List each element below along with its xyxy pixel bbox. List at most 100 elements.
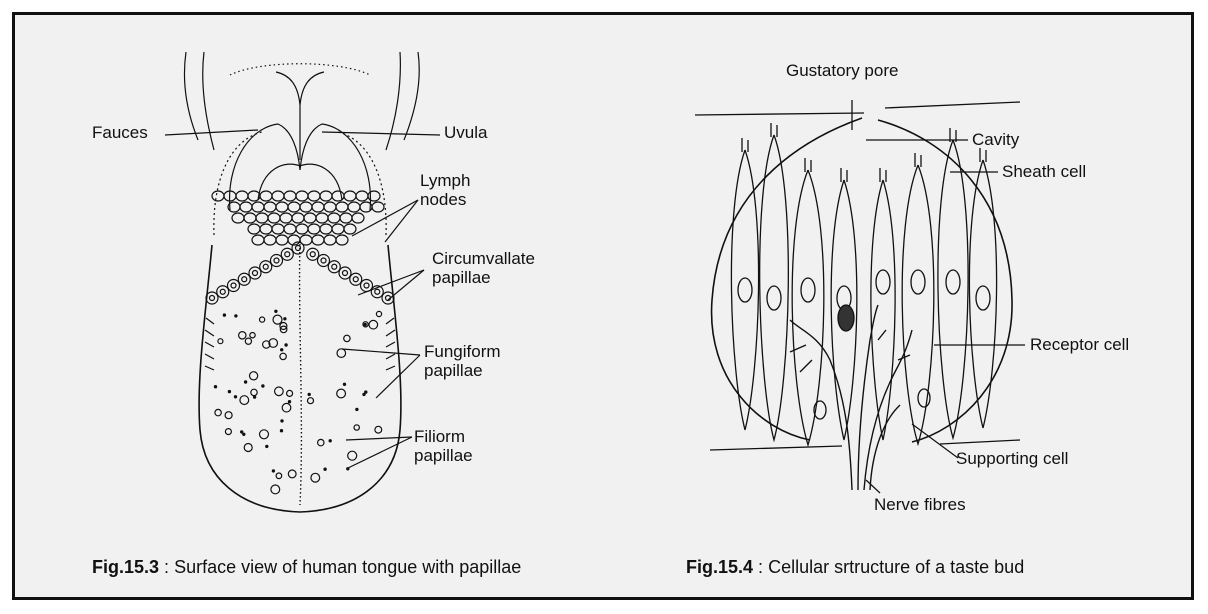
lymph-node bbox=[260, 191, 272, 201]
lymph-node bbox=[268, 213, 280, 223]
filiform-papilla bbox=[254, 396, 256, 398]
lymph-node bbox=[240, 202, 252, 212]
filiform-papilla bbox=[308, 393, 310, 395]
circumvallate-papilla-center bbox=[263, 264, 268, 269]
caption-fig-15-3: Fig.15.3 : Surface view of human tongue … bbox=[92, 557, 521, 578]
fungiform-papilla bbox=[271, 485, 280, 494]
lymph-node bbox=[332, 191, 344, 201]
fungiform-papilla bbox=[260, 430, 269, 439]
lymph-node bbox=[320, 224, 332, 234]
taste-bud-cell bbox=[969, 160, 996, 428]
lymph-node bbox=[264, 235, 276, 245]
fungiform-papilla bbox=[275, 387, 284, 396]
taste-bud-cell bbox=[871, 180, 895, 440]
circumvallate-papilla bbox=[281, 248, 293, 260]
filiform-papilla bbox=[275, 310, 277, 312]
lymph-node bbox=[372, 202, 384, 212]
label-receptor-cell: Receptor cell bbox=[1030, 336, 1129, 355]
central-nucleus bbox=[838, 305, 854, 331]
circumvallate-papilla bbox=[307, 248, 319, 260]
fungiform-papilla bbox=[348, 451, 357, 460]
filiform-papilla bbox=[284, 318, 286, 320]
microvilli bbox=[980, 148, 986, 162]
taste-bud-illustration bbox=[695, 100, 1025, 493]
label-fauces: Fauces bbox=[92, 124, 148, 143]
lymph-node bbox=[368, 191, 380, 201]
lymph-node bbox=[296, 191, 308, 201]
circumvallate-papilla-center bbox=[364, 283, 369, 288]
filiform-papilla bbox=[272, 470, 274, 472]
lymph-node bbox=[304, 213, 316, 223]
fungiform-papilla bbox=[308, 398, 314, 404]
circumvallate-papilla bbox=[228, 280, 240, 292]
filiform-papilla bbox=[214, 386, 216, 388]
label-filiform-line2: papillae bbox=[414, 447, 473, 466]
circumvallate-papilla bbox=[350, 273, 362, 285]
label-filiform-papillae: Filiorm papillae bbox=[414, 428, 473, 465]
lymph-node bbox=[340, 213, 352, 223]
fungiform-papilla bbox=[311, 473, 320, 482]
lymph-node bbox=[272, 224, 284, 234]
fungiform-papilla bbox=[218, 339, 223, 344]
lymph-node bbox=[336, 235, 348, 245]
fungiform-papilla bbox=[276, 473, 282, 479]
lymph-node bbox=[312, 202, 324, 212]
fungiform-papilla bbox=[225, 412, 232, 419]
lymph-node bbox=[252, 202, 264, 212]
microvilli bbox=[742, 138, 748, 152]
lymph-node bbox=[256, 213, 268, 223]
filiform-papilla bbox=[262, 385, 264, 387]
papillae-scatter bbox=[214, 310, 381, 494]
fungiform-papilla bbox=[250, 372, 258, 380]
microvilli bbox=[915, 153, 921, 167]
filiform-papilla bbox=[364, 323, 366, 325]
lymph-node bbox=[312, 235, 324, 245]
label-uvula: Uvula bbox=[444, 124, 487, 143]
microvilli bbox=[805, 158, 811, 172]
lymph-node bbox=[232, 213, 244, 223]
filiform-papilla bbox=[234, 396, 236, 398]
fungiform-papilla bbox=[215, 409, 221, 415]
fungiform-papilla bbox=[251, 389, 257, 395]
filiform-papilla bbox=[324, 468, 326, 470]
filiform-papilla bbox=[235, 315, 237, 317]
lymph-node bbox=[308, 224, 320, 234]
fungiform-papilla bbox=[245, 338, 251, 344]
filiform-papilla bbox=[241, 431, 243, 433]
caption-fig-15-3-text: Surface view of human tongue with papill… bbox=[174, 557, 521, 577]
lymph-node bbox=[348, 202, 360, 212]
circumvallate-papilla bbox=[271, 255, 283, 267]
fungiform-papilla bbox=[273, 315, 282, 324]
label-supporting-cell: Supporting cell bbox=[956, 450, 1068, 469]
fungiform-papilla bbox=[337, 389, 346, 398]
cell-nucleus bbox=[767, 286, 781, 310]
fungiform-papilla bbox=[280, 353, 286, 359]
circumvallate-papilla-center bbox=[231, 283, 236, 288]
filiform-papilla bbox=[223, 314, 225, 316]
filiform-papilla bbox=[266, 445, 268, 447]
taste-bud-cell bbox=[938, 140, 968, 438]
circumvallate-papilla-center bbox=[332, 264, 337, 269]
filiform-papilla bbox=[281, 420, 283, 422]
filiform-papilla bbox=[288, 401, 290, 403]
lymph-node bbox=[280, 213, 292, 223]
lymph-node bbox=[284, 224, 296, 234]
tongue-illustration bbox=[165, 52, 440, 512]
caption-fig-15-4-separator: : bbox=[758, 557, 763, 577]
fungiform-papilla bbox=[250, 333, 255, 338]
fungiform-papilla bbox=[282, 403, 291, 412]
lymph-node bbox=[336, 202, 348, 212]
filiform-papilla bbox=[243, 433, 245, 435]
circumvallate-papilla-center bbox=[274, 258, 279, 263]
filiform-papilla bbox=[280, 430, 282, 432]
circumvallate-papilla bbox=[249, 267, 261, 279]
label-circumvallate-line1: Circumvallate bbox=[432, 250, 535, 269]
taste-bud-cell bbox=[731, 150, 758, 430]
label-cavity: Cavity bbox=[972, 131, 1019, 150]
label-fungiform-line1: Fungiform bbox=[424, 343, 501, 362]
lymph-node bbox=[212, 191, 224, 201]
label-lymph-nodes: Lymph nodes bbox=[420, 172, 470, 209]
filiform-papilla bbox=[281, 349, 283, 351]
lymph-node bbox=[264, 202, 276, 212]
